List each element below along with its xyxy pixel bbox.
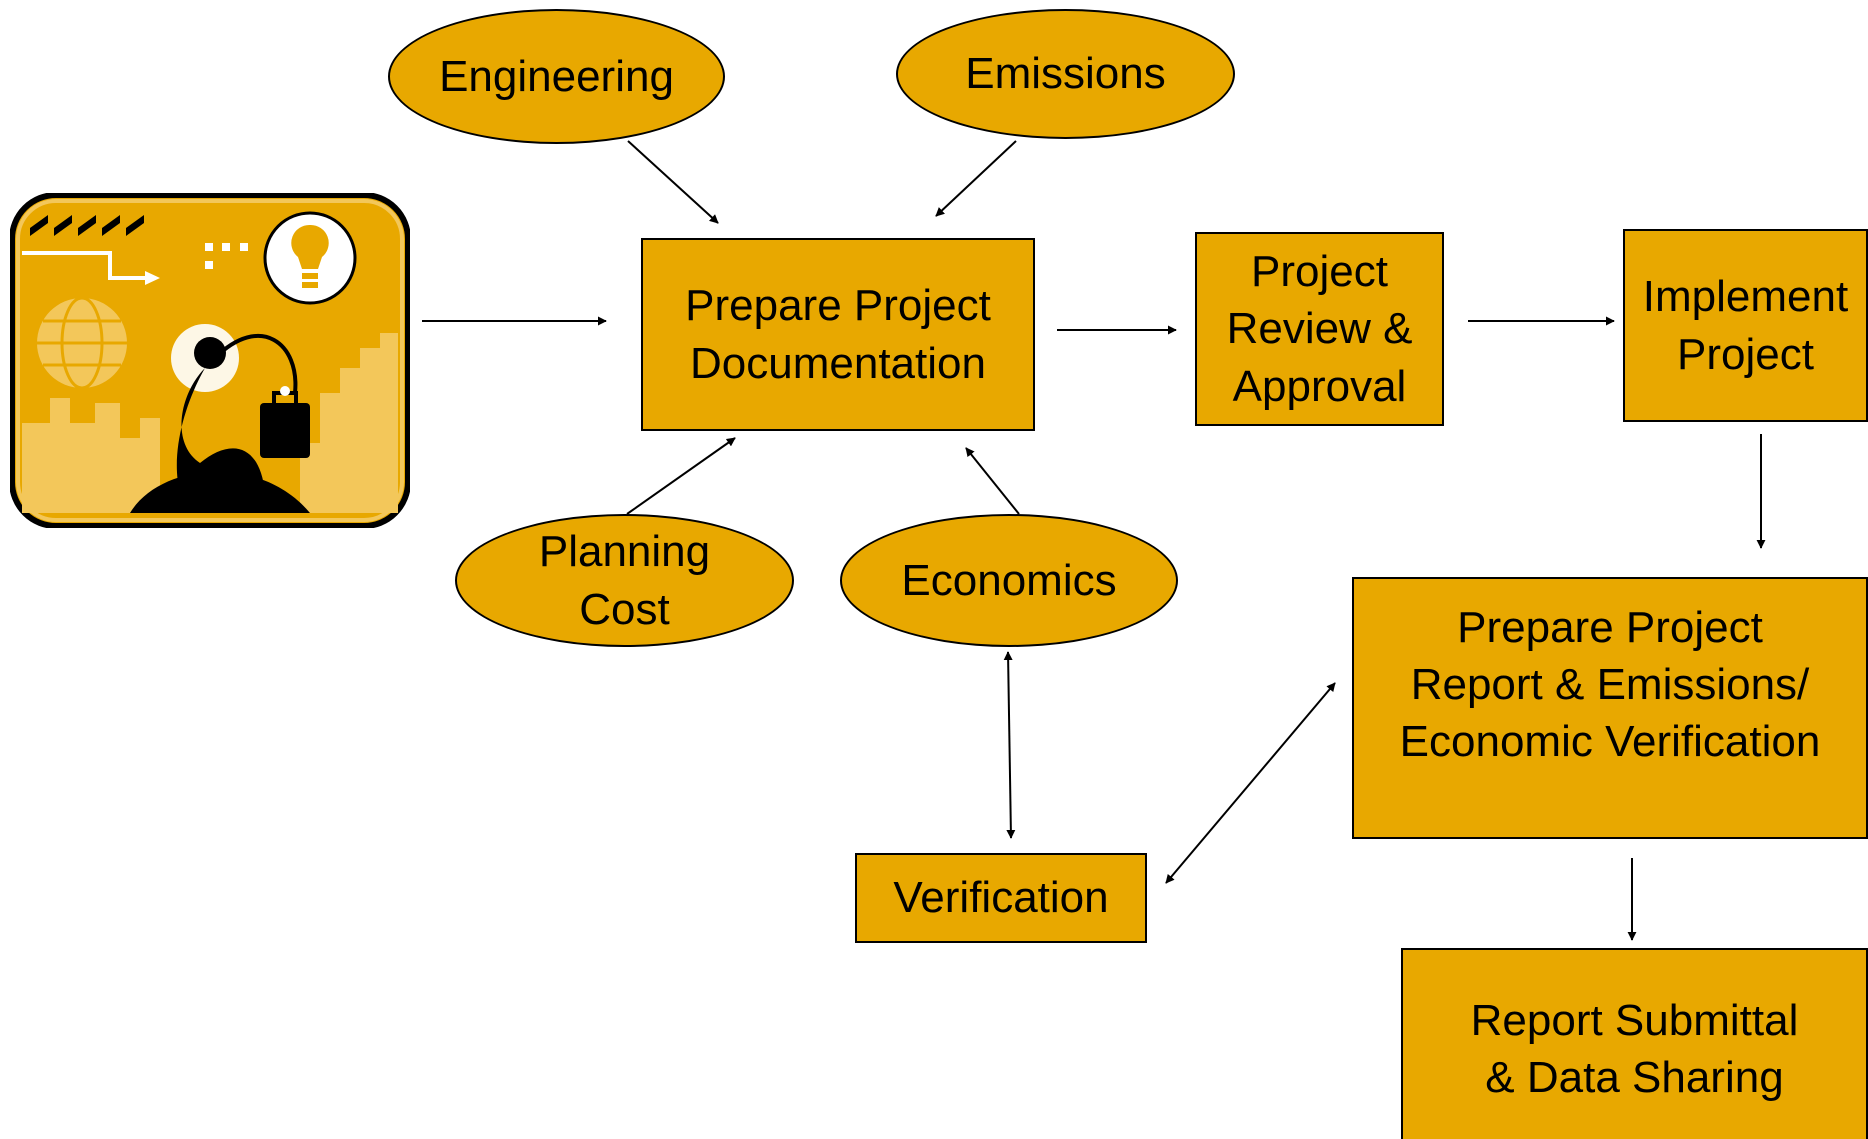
planning-cost-label: Planning Cost [538, 527, 711, 634]
verification-node: Verification [855, 853, 1147, 943]
arrow-economics-verification [1003, 651, 1016, 839]
economics-node: Economics [840, 514, 1178, 647]
verification-label: Verification [893, 873, 1109, 923]
planning-cost-node: Planning Cost [455, 514, 794, 647]
arrow-economics-to-prepare-doc [965, 447, 1020, 515]
emissions-label: Emissions [965, 49, 1166, 99]
prepare-doc-label: Prepare Project Documentation [685, 281, 991, 388]
implement-node: Implement Project [1623, 229, 1868, 422]
engineering-label: Engineering [439, 51, 674, 101]
arrow-emissions-to-prepare-doc [935, 140, 1017, 217]
report-submittal-node: Report Submittal & Data Sharing [1401, 948, 1868, 1139]
implement-label: Implement Project [1642, 272, 1849, 379]
arrow-planning-cost-to-prepare-doc [626, 437, 736, 515]
review-label: Project Review & Approval [1226, 247, 1413, 411]
report-submittal-label: Report Submittal & Data Sharing [1470, 996, 1799, 1103]
emissions-node: Emissions [896, 9, 1235, 139]
businessman-idea-clipart-icon [10, 193, 410, 528]
review-node: Project Review & Approval [1195, 232, 1444, 426]
engineering-node: Engineering [388, 9, 725, 144]
arrow-engineering-to-prepare-doc [627, 140, 719, 224]
prepare-doc-node: Prepare Project Documentation [641, 238, 1035, 431]
prepare-report-label: Prepare Project Report & Emissions/ Econ… [1399, 603, 1821, 767]
arrow-verification-prepare-report [1165, 682, 1336, 884]
economics-label: Economics [901, 555, 1117, 605]
prepare-report-node: Prepare Project Report & Emissions/ Econ… [1352, 577, 1868, 839]
